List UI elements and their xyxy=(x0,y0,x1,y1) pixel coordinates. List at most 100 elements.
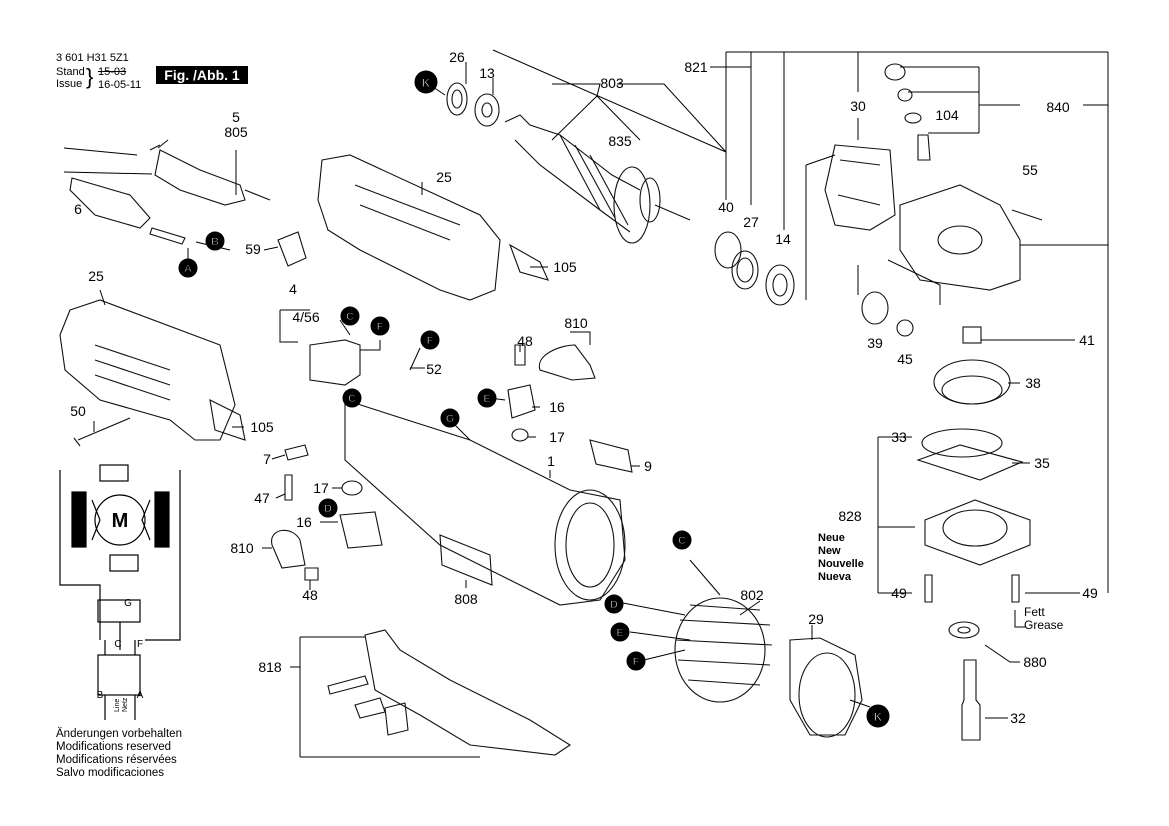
callout-810-top: 810 xyxy=(564,315,588,331)
callout-49-left: 49 xyxy=(891,585,907,601)
svg-text:C: C xyxy=(678,535,686,547)
schematic-line-label: Line xyxy=(114,699,121,712)
marker-d-2: D xyxy=(604,594,624,614)
svg-text:K: K xyxy=(874,710,883,724)
note-de: Änderungen vorbehalten xyxy=(56,728,182,740)
svg-text:F: F xyxy=(377,321,384,333)
callout-32: 32 xyxy=(1010,710,1026,726)
figure-label: Fig. /Abb. 1 xyxy=(156,66,248,84)
svg-text:C: C xyxy=(346,311,354,323)
callout-840: 840 xyxy=(1046,99,1070,115)
connection-markers: K B A C F F C G E D C D E F K xyxy=(178,70,890,728)
callout-33: 33 xyxy=(891,429,907,445)
marker-d-1: D xyxy=(318,498,338,518)
svg-text:F: F xyxy=(633,656,640,668)
callout-808: 808 xyxy=(454,591,478,607)
callout-835: 835 xyxy=(608,133,632,149)
schematic-motor: M xyxy=(112,510,129,532)
svg-text:B: B xyxy=(211,236,219,248)
marker-k-bottom: K xyxy=(866,704,890,728)
callout-35: 35 xyxy=(1034,455,1050,471)
callout-55: 55 xyxy=(1022,162,1038,178)
kit-nueva: Nueva xyxy=(818,571,852,583)
callout-38: 38 xyxy=(1025,375,1041,391)
callout-13: 13 xyxy=(479,65,495,81)
callout-1: 1 xyxy=(547,453,555,469)
callout-4-56: 4/56 xyxy=(292,309,319,325)
marker-c-2: C xyxy=(342,388,362,408)
marker-a: A xyxy=(178,258,198,278)
callout-48-top: 48 xyxy=(517,333,533,349)
modification-notes: Änderungen vorbehalten Modifications res… xyxy=(56,728,182,780)
callout-39: 39 xyxy=(867,335,883,351)
callout-16-top: 16 xyxy=(549,399,565,415)
brace: } xyxy=(86,64,94,89)
callout-6: 6 xyxy=(74,201,82,217)
schematic-netz-label: Netz xyxy=(122,697,129,712)
callout-50: 50 xyxy=(70,403,86,419)
marker-c-3: C xyxy=(672,530,692,550)
svg-text:D: D xyxy=(324,503,332,515)
grease-grease: Grease xyxy=(1024,618,1064,632)
callout-59: 59 xyxy=(245,241,261,257)
svg-text:F: F xyxy=(427,335,434,347)
svg-text:E: E xyxy=(616,627,623,639)
callout-14: 14 xyxy=(775,231,791,247)
callout-818: 818 xyxy=(258,659,282,675)
callout-828: 828 xyxy=(838,508,862,524)
schematic-switch: G xyxy=(124,598,132,609)
note-fr: Modifications réservées xyxy=(56,754,177,766)
callout-29: 29 xyxy=(808,611,824,627)
small-labels: Neue New Nouvelle Nueva Fett Grease M G … xyxy=(97,510,1064,712)
callout-803: 803 xyxy=(600,75,624,91)
callout-4: 4 xyxy=(289,281,297,297)
kit-new: New xyxy=(818,545,841,557)
callout-47: 47 xyxy=(254,490,270,506)
marker-e-1: E xyxy=(477,388,497,408)
schematic-term-b: B xyxy=(97,690,104,701)
svg-text:E: E xyxy=(483,393,490,405)
callout-104: 104 xyxy=(935,107,959,123)
callout-48-left: 48 xyxy=(302,587,318,603)
callout-105-top: 105 xyxy=(553,259,577,275)
marker-f-1: F xyxy=(370,316,390,336)
callout-numbers: 26 13 803 835 821 30 104 840 5 805 25 6 … xyxy=(70,49,1098,726)
marker-f-3: F xyxy=(626,651,646,671)
callout-5: 5 xyxy=(232,109,240,125)
svg-text:A: A xyxy=(184,263,192,275)
issue-label: Issue xyxy=(56,78,83,90)
callout-40: 40 xyxy=(718,199,734,215)
part-drawings xyxy=(59,63,1043,756)
callout-25-top: 25 xyxy=(436,169,452,185)
svg-text:G: G xyxy=(446,413,455,425)
stand-date: 15-03 xyxy=(98,66,127,78)
marker-c-1: C xyxy=(340,306,360,326)
svg-text:C: C xyxy=(348,393,356,405)
svg-text:D: D xyxy=(610,599,618,611)
callout-802: 802 xyxy=(740,587,764,603)
leader-lines xyxy=(63,49,1109,758)
callout-821: 821 xyxy=(684,59,708,75)
callout-7: 7 xyxy=(263,451,271,467)
callout-16-left: 16 xyxy=(296,514,312,530)
callout-9: 9 xyxy=(644,458,652,474)
stand-label: Stand xyxy=(56,66,85,78)
note-es: Salvo modificaciones xyxy=(56,767,165,779)
marker-e-2: E xyxy=(610,622,630,642)
callout-27: 27 xyxy=(743,214,759,230)
callout-17-top: 17 xyxy=(549,429,565,445)
schematic-pin-c: C xyxy=(114,639,121,650)
part-number: 3 601 H31 5Z1 xyxy=(56,52,129,64)
callout-45: 45 xyxy=(897,351,913,367)
kit-nouvelle: Nouvelle xyxy=(818,558,864,570)
callout-880: 880 xyxy=(1023,654,1047,670)
callout-49-right: 49 xyxy=(1082,585,1098,601)
marker-g: G xyxy=(440,408,460,428)
issue-date: 16-05-11 xyxy=(98,79,142,91)
schematic-term-a: A xyxy=(137,690,144,701)
grease-fett: Fett xyxy=(1024,605,1045,619)
marker-b: B xyxy=(205,231,225,251)
callout-30: 30 xyxy=(850,98,866,114)
